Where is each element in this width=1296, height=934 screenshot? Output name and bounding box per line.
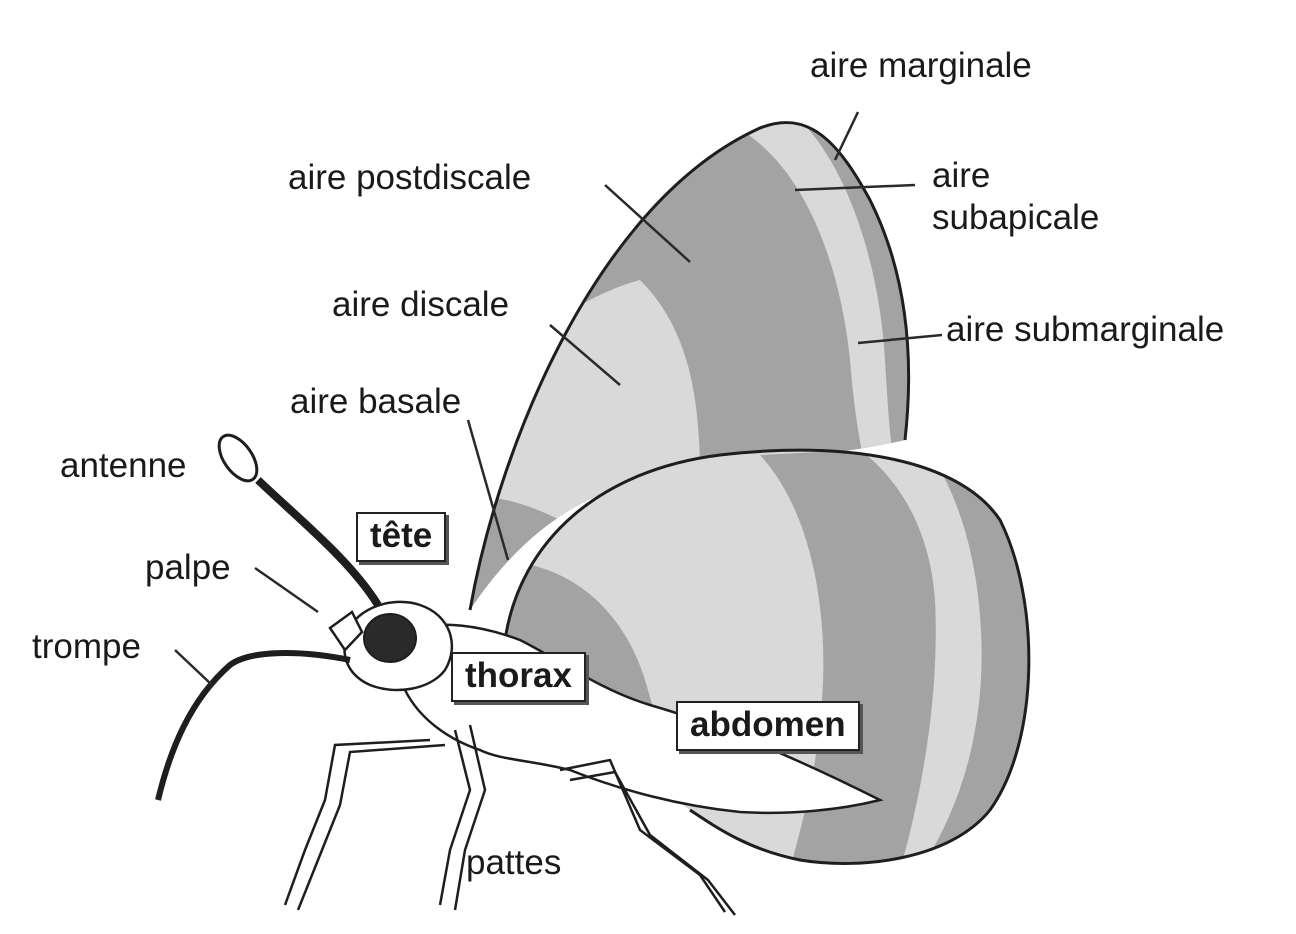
label-aire-subapicale-line1: aire xyxy=(932,156,991,195)
label-tete: tête xyxy=(356,512,447,562)
label-aire-submarginale: aire submarginale xyxy=(946,310,1225,349)
leader-lines xyxy=(174,111,943,686)
label-thorax: thorax xyxy=(451,652,586,702)
legs xyxy=(283,724,736,916)
label-aire-postdiscale: aire postdiscale xyxy=(288,158,532,197)
label-abdomen: abdomen xyxy=(676,701,860,751)
label-aire-marginale: aire marginale xyxy=(810,46,1032,85)
label-aire-discale: aire discale xyxy=(332,285,510,324)
label-aire-basale: aire basale xyxy=(290,382,462,421)
label-palpe: palpe xyxy=(145,548,231,587)
label-trompe: trompe xyxy=(32,627,141,666)
label-antenne: antenne xyxy=(60,446,187,485)
label-pattes: pattes xyxy=(466,843,562,882)
label-aire-subapicale-line2: subapicale xyxy=(932,198,1100,237)
proboscis xyxy=(155,650,351,801)
antenna xyxy=(217,433,382,608)
butterfly-head xyxy=(328,600,454,692)
